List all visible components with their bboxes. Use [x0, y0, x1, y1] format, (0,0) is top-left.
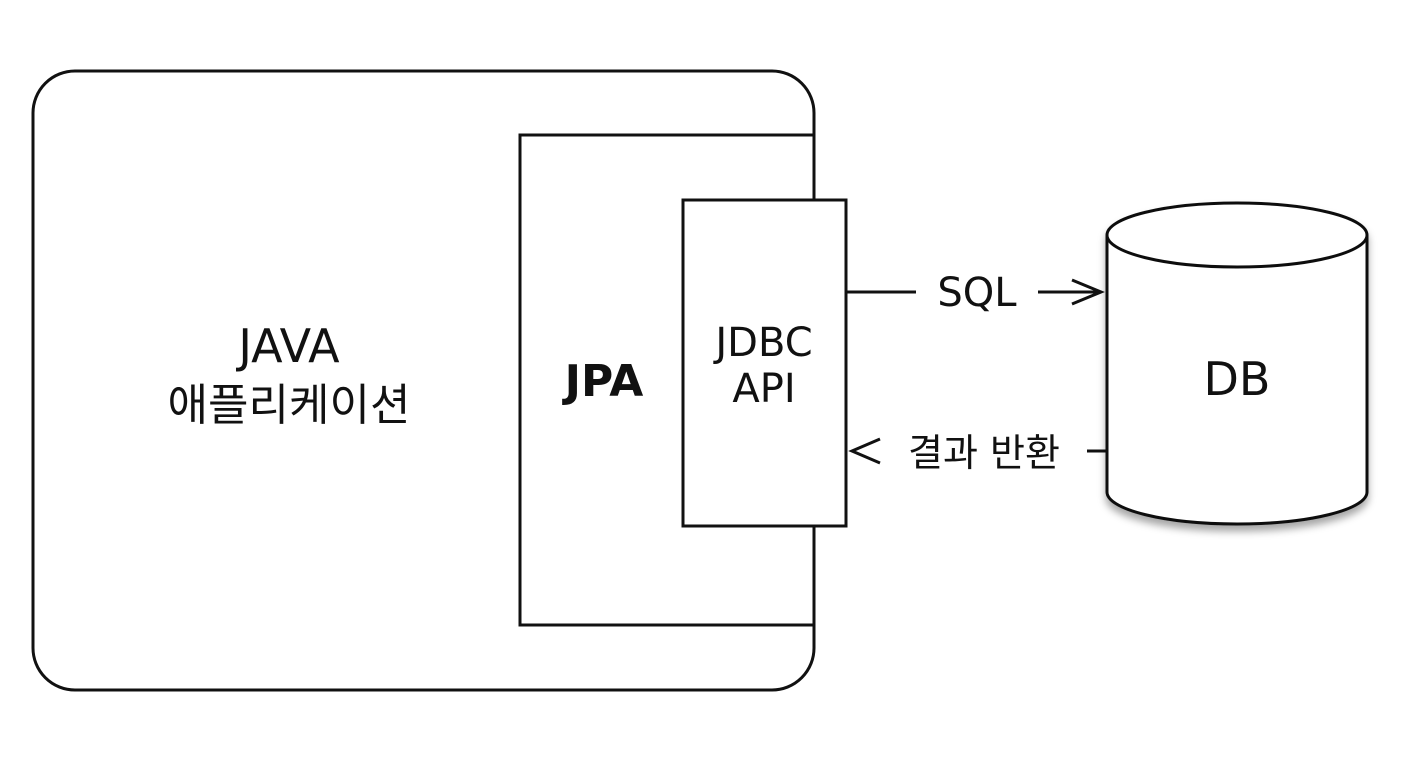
- sql-arrowhead: [1071, 278, 1105, 306]
- jpa-label: JPA: [562, 356, 644, 407]
- api-label: API: [732, 366, 795, 412]
- java-app-title: JAVA: [235, 319, 340, 373]
- sql-arrow-label: SQL: [937, 270, 1017, 316]
- jdbc-api-box: [681, 198, 848, 528]
- java-app-subtitle: 애플리케이션: [168, 380, 411, 431]
- jdbc-label: JDBC: [712, 320, 812, 366]
- result-arrow-label: 결과 반환: [908, 431, 1060, 475]
- sql-request-arrow: SQL: [847, 270, 1105, 316]
- database-body: [1105, 235, 1369, 526]
- database-label: DB: [1204, 352, 1271, 406]
- database-top: [1105, 201, 1369, 269]
- result-return-arrow: 결과 반환: [848, 431, 1106, 475]
- database-cylinder: [1105, 201, 1369, 526]
- result-arrowhead: [848, 437, 881, 465]
